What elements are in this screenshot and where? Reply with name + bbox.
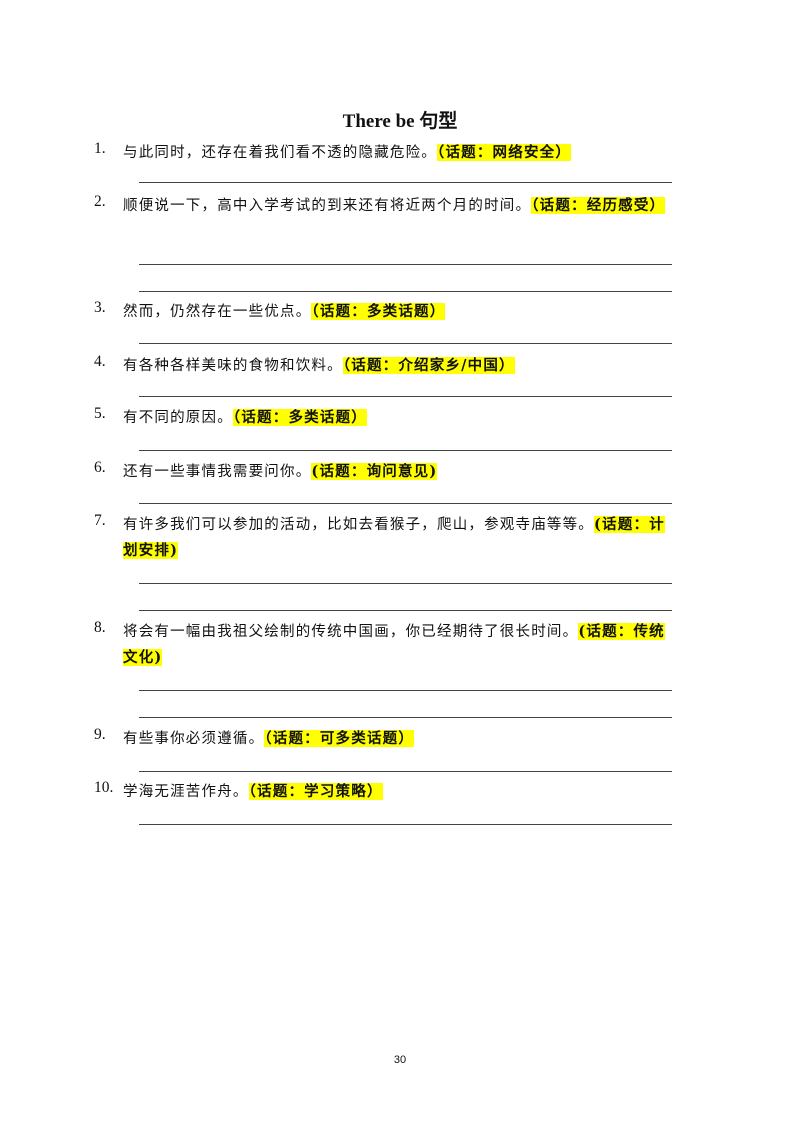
topic-highlight: （话题：学习策略） — [248, 783, 383, 800]
answer-line[interactable] — [139, 396, 672, 397]
item-text: 还有一些事情我需要问你。(话题：询问意见) — [123, 459, 680, 485]
page-title: There be 句型 — [342, 111, 458, 132]
item-sentence: 有不同的原因。 — [123, 410, 233, 426]
item-text: 然而，仍然存在一些优点。（话题：多类话题） — [123, 299, 680, 325]
topic-highlight: （话题：可多类话题） — [264, 730, 415, 747]
item-sentence: 还有一些事情我需要问你。 — [123, 464, 312, 480]
item-number: 1. — [94, 140, 106, 157]
item-text: 与此同时，还存在着我们看不透的隐藏危险。（话题：网络安全） — [123, 140, 680, 166]
topic-highlight: （话题：多类话题） — [232, 409, 367, 426]
item-number: 6. — [94, 459, 106, 476]
answer-line[interactable] — [139, 182, 672, 183]
item-sentence: 与此同时，还存在着我们看不透的隐藏危险。 — [123, 145, 437, 161]
topic-highlight: （话题：网络安全） — [437, 144, 572, 161]
item-text: 将会有一幅由我祖父绘制的传统中国画，你已经期待了很长时间。(话题：传统文化) — [123, 619, 680, 671]
item-text: 有些事你必须遵循。（话题：可多类话题） — [123, 726, 680, 752]
page-number: 30 — [393, 1054, 407, 1066]
item-text: 顺便说一下，高中入学考试的到来还有将近两个月的时间。（话题：经历感受） — [123, 193, 680, 219]
answer-line[interactable] — [139, 264, 672, 265]
topic-highlight: （话题：经历感受） — [531, 197, 666, 214]
item-number: 3. — [94, 299, 106, 316]
topic-highlight: （话题：介绍家乡/中国） — [342, 357, 515, 374]
answer-line[interactable] — [139, 771, 672, 772]
answer-line[interactable] — [139, 343, 672, 344]
answer-line[interactable] — [139, 450, 672, 451]
item-number: 9. — [94, 726, 106, 743]
answer-line[interactable] — [139, 583, 672, 584]
answer-line[interactable] — [139, 690, 672, 691]
answer-line[interactable] — [139, 610, 672, 611]
answer-line[interactable] — [139, 824, 672, 825]
item-number: 7. — [94, 512, 106, 529]
topic-highlight: （话题：多类话题） — [311, 303, 446, 320]
item-text: 学海无涯苦作舟。（话题：学习策略） — [123, 779, 680, 805]
topic-highlight: (话题：询问意见) — [311, 463, 438, 480]
answer-line[interactable] — [139, 717, 672, 718]
item-number: 8. — [94, 619, 106, 636]
item-number: 2. — [94, 193, 106, 210]
answer-line[interactable] — [139, 503, 672, 504]
answer-line[interactable] — [139, 291, 672, 292]
item-number: 4. — [94, 353, 106, 370]
item-sentence: 有些事你必须遵循。 — [123, 731, 265, 747]
item-sentence: 有许多我们可以参加的活动，比如去看猴子，爬山，参观寺庙等等。 — [123, 517, 594, 533]
item-number: 10. — [94, 779, 114, 796]
item-number: 5. — [94, 405, 106, 422]
item-sentence: 顺便说一下，高中入学考试的到来还有将近两个月的时间。 — [123, 198, 532, 214]
item-text: 有许多我们可以参加的活动，比如去看猴子，爬山，参观寺庙等等。(话题：计划安排) — [123, 512, 680, 564]
item-sentence: 然而，仍然存在一些优点。 — [123, 304, 312, 320]
item-text: 有各种各样美味的食物和饮料。（话题：介绍家乡/中国） — [123, 353, 680, 379]
item-sentence: 有各种各样美味的食物和饮料。 — [123, 358, 343, 374]
item-text: 有不同的原因。（话题：多类话题） — [123, 405, 680, 431]
item-sentence: 将会有一幅由我祖父绘制的传统中国画，你已经期待了很长时间。 — [123, 624, 579, 640]
item-sentence: 学海无涯苦作舟。 — [123, 784, 249, 800]
